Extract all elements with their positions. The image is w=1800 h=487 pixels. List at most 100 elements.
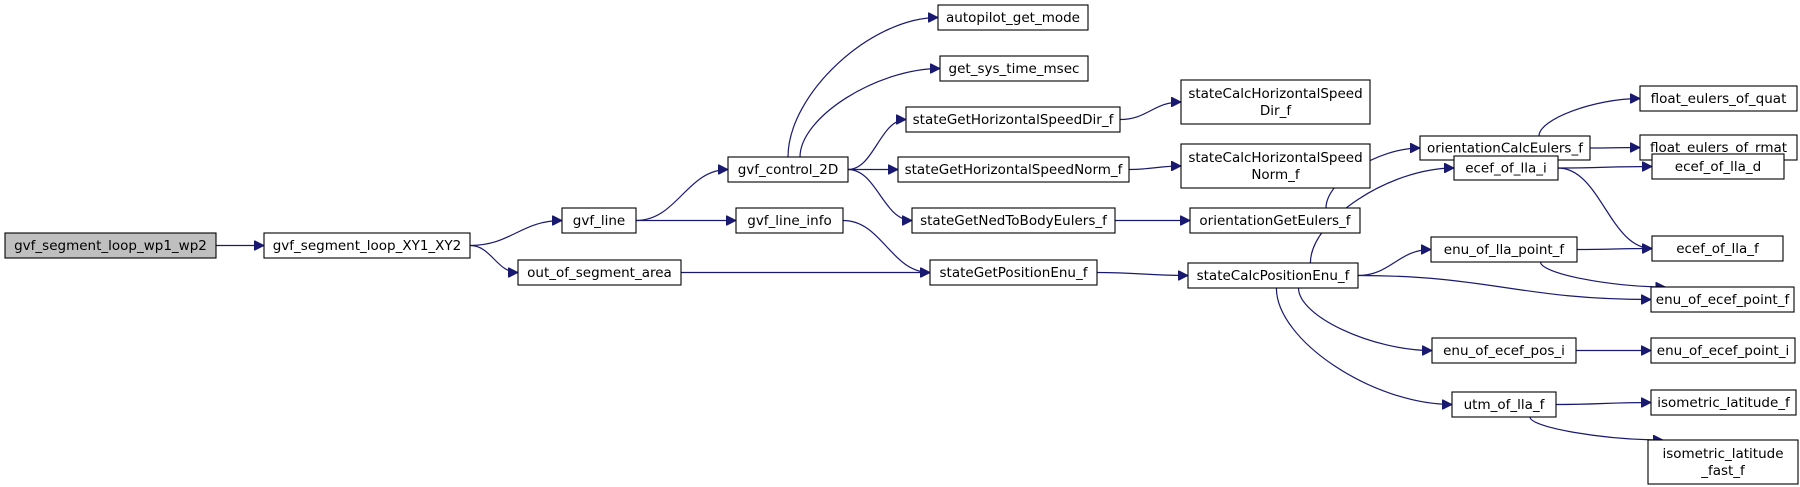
edge-statecalcpositionenu-f-to-enu-of-ecef-pos-i: [1297, 287, 1433, 351]
node-autopilot-get-mode[interactable]: autopilot_get_mode: [937, 4, 1089, 31]
node-box: [1431, 337, 1577, 364]
node-label: gvf_line_info: [747, 213, 832, 229]
edge-statecalcpositionenu-f-to-utm-of-lla-f: [1275, 287, 1452, 405]
node-gvf-segment-loop-wp1-wp2[interactable]: gvf_segment_loop_wp1_wp2: [4, 232, 217, 259]
edge-line: [1309, 168, 1454, 264]
edge-gvf-control-2d-to-autopilot-get-mode: [787, 18, 938, 158]
node-label: enu_of_ecef_point_i: [1657, 343, 1789, 359]
edge-enu-of-lla-point-f-to-ecef-of-lla-f: [1576, 249, 1652, 250]
node-box: [905, 106, 1121, 133]
node-label: stateCalcHorizontalSpeed: [1188, 150, 1362, 166]
node-label: get_sys_time_msec: [949, 61, 1080, 77]
node-label: utm_of_lla_f: [1464, 397, 1546, 413]
node-box: [727, 156, 849, 183]
node-gvf-line[interactable]: gvf_line: [561, 207, 637, 234]
node-stategetpositionenu-f[interactable]: stateGetPositionEnu_f: [929, 259, 1098, 286]
node-box: [1650, 389, 1797, 416]
edge-line: [847, 120, 907, 171]
node-label: stateGetHorizontalSpeedDir_f: [913, 112, 1115, 128]
edge-line: [1589, 148, 1640, 149]
node-stategethorizontalspeednorm-f[interactable]: stateGetHorizontalSpeedNorm_f: [897, 156, 1130, 183]
node-statecalcpositionenu-f[interactable]: stateCalcPositionEnu_f: [1187, 262, 1359, 289]
node-float-eulers-of-quat[interactable]: float_eulers_of_quat: [1639, 85, 1798, 112]
node-isometric-latitude-fast-f[interactable]: isometric_latitude_fast_f: [1647, 439, 1799, 485]
node-gvf-line-info[interactable]: gvf_line_info: [735, 207, 844, 234]
node-layer: gvf_segment_loop_wp1_wp2 gvf_segment_loop…: [4, 4, 1799, 485]
node-box: [517, 259, 682, 286]
edge-line: [469, 244, 519, 273]
edge-line: [469, 221, 562, 247]
edge-stategetpositionenu-f-to-statecalcpositionenu-f: [1096, 273, 1188, 276]
node-label: Norm_f: [1251, 167, 1301, 183]
edge-line: [1576, 249, 1652, 250]
edge-enu-of-lla-point-f-to-enu-of-ecef-point-f: [1539, 261, 1666, 287]
node-box: [1189, 207, 1361, 234]
edge-utm-of-lla-f-to-isometric-latitude-fast-f: [1529, 416, 1663, 440]
node-enu-of-lla-point-f[interactable]: enu_of_lla_point_f: [1430, 236, 1578, 263]
node-label: orientationGetEulers_f: [1199, 213, 1351, 229]
edge-line: [1357, 250, 1431, 277]
node-ecef-of-lla-d[interactable]: ecef_of_lla_d: [1651, 153, 1785, 180]
node-label: gvf_segment_loop_XY1_XY2: [273, 238, 462, 254]
edge-stategethorizontalspeednorm-f-to-statecalchorizontalspeednorm-f: [1128, 166, 1181, 170]
edge-line: [847, 168, 913, 221]
node-utm-of-lla-f[interactable]: utm_of_lla_f: [1451, 391, 1557, 418]
node-label: float_eulers_of_quat: [1651, 91, 1787, 107]
node-enu-of-ecef-pos-i[interactable]: enu_of_ecef_pos_i: [1431, 337, 1577, 364]
node-label: stateCalcHorizontalSpeed: [1188, 86, 1362, 102]
node-box: [929, 259, 1098, 286]
node-box: [561, 207, 637, 234]
node-box: [1451, 391, 1557, 418]
node-label: gvf_line: [573, 213, 625, 229]
edge-line: [1539, 261, 1666, 287]
node-label: isometric_latitude_f: [1657, 395, 1791, 411]
edge-ecef-of-lla-i-to-ecef-of-lla-d: [1557, 167, 1652, 169]
node-box: [1187, 262, 1359, 289]
edge-layer: [215, 18, 1666, 441]
node-gvf-control-2d[interactable]: gvf_control_2D: [727, 156, 849, 183]
edge-gvf-line-to-gvf-control-2d: [635, 170, 728, 222]
edge-gvf-segment-loop-xy1-xy2-to-gvf-line: [469, 221, 562, 247]
edge-line: [1529, 416, 1663, 440]
node-isometric-latitude-f[interactable]: isometric_latitude_f: [1650, 389, 1797, 416]
edge-line: [1119, 102, 1181, 121]
node-label: stateGetPositionEnu_f: [940, 265, 1089, 281]
node-get-sys-time-msec[interactable]: get_sys_time_msec: [939, 55, 1089, 82]
node-label: out_of_segment_area: [527, 265, 672, 281]
edge-line: [635, 170, 728, 222]
node-label: enu_of_lla_point_f: [1444, 242, 1566, 258]
node-gvf-segment-loop-xy1-xy2[interactable]: gvf_segment_loop_XY1_XY2: [263, 232, 471, 259]
edge-line: [1357, 274, 1651, 300]
node-label: enu_of_ecef_pos_i: [1443, 343, 1565, 359]
edge-line: [1557, 167, 1652, 169]
node-box: [4, 232, 217, 259]
edge-line: [1555, 403, 1651, 405]
edge-orientationcalceulers-f-to-float-eulers-of-rmat: [1589, 148, 1640, 149]
node-stategetnedtobodyeulers-f[interactable]: stateGetNedToBodyEulers_f: [911, 207, 1116, 234]
node-box: [1453, 155, 1559, 181]
node-box: [1430, 236, 1578, 263]
node-orientationgeteulers-f[interactable]: orientationGetEulers_f: [1189, 207, 1361, 234]
edge-line: [1297, 287, 1433, 351]
node-box: [735, 207, 844, 234]
node-label: stateCalcPositionEnu_f: [1197, 268, 1351, 284]
node-ecef-of-lla-f[interactable]: ecef_of_lla_f: [1651, 235, 1784, 262]
node-box: [263, 232, 471, 259]
node-enu-of-ecef-point-i[interactable]: enu_of_ecef_point_i: [1650, 337, 1796, 364]
node-label: ecef_of_lla_d: [1675, 159, 1761, 175]
node-enu-of-ecef-point-f[interactable]: enu_of_ecef_point_f: [1650, 286, 1795, 313]
node-label: stateGetNedToBodyEulers_f: [920, 213, 1108, 229]
edge-line: [799, 69, 940, 158]
edge-ecef-of-lla-i-to-ecef-of-lla-f: [1557, 167, 1652, 249]
node-out-of-segment-area[interactable]: out_of_segment_area: [517, 259, 682, 286]
node-box: [1180, 143, 1371, 189]
node-label: orientationCalcEulers_f: [1427, 141, 1584, 157]
node-box: [911, 207, 1116, 234]
node-ecef-of-lla-i[interactable]: ecef_of_lla_i: [1453, 155, 1559, 181]
edge-statecalcpositionenu-f-to-enu-of-ecef-point-f: [1357, 274, 1651, 300]
node-stategethorizontalspeeddir-f[interactable]: stateGetHorizontalSpeedDir_f: [905, 106, 1121, 133]
node-label: ecef_of_lla_i: [1465, 161, 1547, 177]
